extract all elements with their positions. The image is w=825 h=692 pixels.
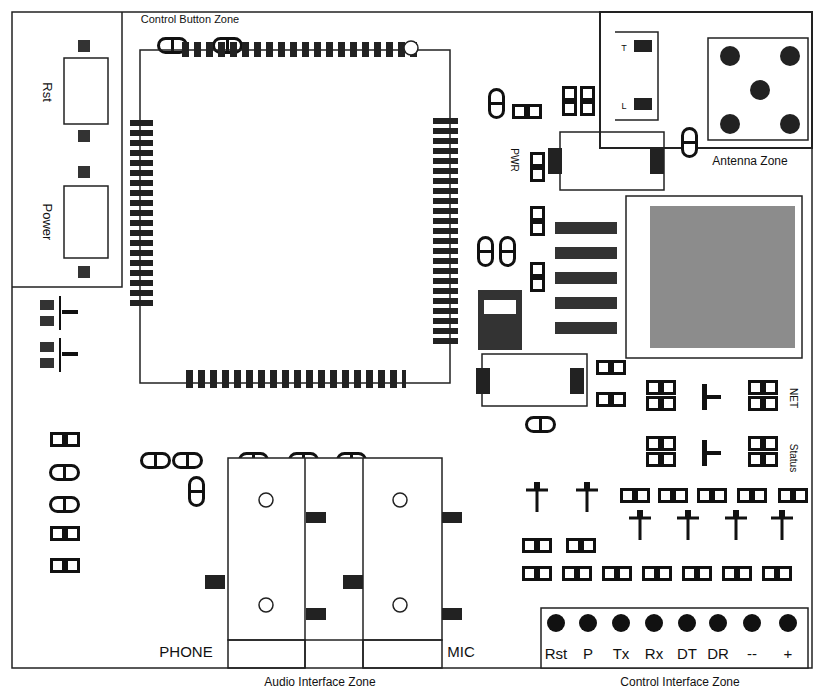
pin-name-box: Rx <box>645 645 663 663</box>
interface-parts <box>524 482 807 580</box>
pin-name: -- <box>747 645 757 662</box>
component-mark-box: T <box>621 37 627 55</box>
zone-label: Audio Interface Zone <box>264 675 375 689</box>
board-outline <box>12 12 812 668</box>
jack-label: PHONE <box>159 643 212 660</box>
zone-outline <box>12 12 122 287</box>
zone-label-box: Control Button Zone <box>141 9 239 27</box>
pin-name: DT <box>677 645 697 662</box>
pin-name: + <box>784 645 793 662</box>
zone-label-box: Antenna Zone <box>712 151 787 169</box>
pin-name-box: DR <box>707 645 729 663</box>
jack-label: MIC <box>447 643 475 660</box>
antenna-zone <box>600 12 812 148</box>
status-leds <box>648 382 777 467</box>
pin-name-box: DT <box>677 645 697 663</box>
button-label: Power <box>40 204 55 241</box>
zone-label: Control Interface Zone <box>620 675 739 689</box>
button-label-box: Power <box>39 204 57 241</box>
audio-jacks <box>205 458 462 668</box>
pin-name-box: -- <box>747 645 757 663</box>
button-label: Rst <box>40 82 55 102</box>
component-mark: T <box>621 43 627 53</box>
jack-label-box: MIC <box>447 643 475 661</box>
pin-name: Rx <box>645 645 663 662</box>
pin-name: Rst <box>545 645 568 662</box>
led-label-box: Status <box>786 444 804 472</box>
side-switches <box>40 296 78 372</box>
component-mark: L <box>621 101 626 111</box>
button-label-box: Rst <box>39 82 57 102</box>
zone-label-box: Audio Interface Zone <box>264 672 375 690</box>
pin-name: DR <box>707 645 729 662</box>
led-label: Status <box>788 444 799 472</box>
zone-label: Control Button Zone <box>141 13 239 25</box>
pin-name-box: Rst <box>545 645 568 663</box>
pin-header <box>541 608 808 668</box>
pin-name-box: P <box>583 645 593 663</box>
pin-name-box: + <box>784 645 793 663</box>
component-mark-box: L <box>621 95 626 113</box>
pin-name: P <box>583 645 593 662</box>
led-label-box: NET <box>786 388 804 408</box>
led-label-box: PWR <box>507 148 525 171</box>
led-label: PWR <box>509 148 520 171</box>
main-chip <box>130 41 458 388</box>
pin-name: Tx <box>613 645 630 662</box>
zone-label: Antenna Zone <box>712 154 787 168</box>
gsm-module <box>555 196 802 358</box>
left-pads <box>51 434 79 572</box>
zone-label-box: Control Interface Zone <box>620 672 739 690</box>
jack-label-box: PHONE <box>159 643 212 661</box>
led-label: NET <box>788 388 799 408</box>
pin-name-box: Tx <box>613 645 630 663</box>
